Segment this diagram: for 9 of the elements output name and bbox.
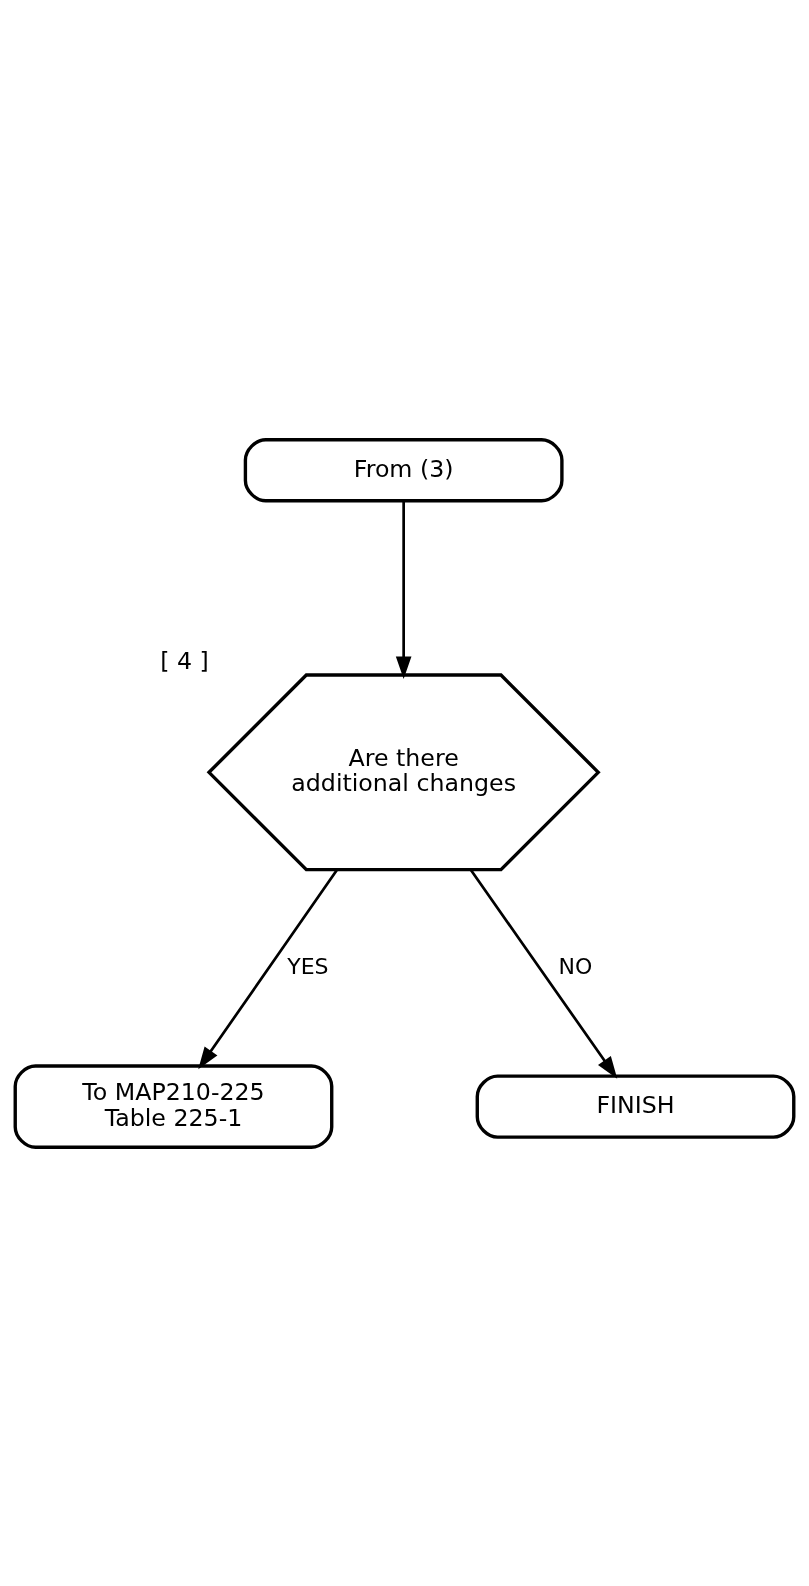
node-label: [ 4 ] [160,646,209,675]
node-box: FINISH [475,1073,796,1139]
node-box: From (3) [243,437,564,502]
edge-label: YES [287,953,329,979]
edge-label: NO [558,953,593,979]
arrow [198,868,339,1069]
arrow [469,868,618,1079]
arrow [395,500,412,679]
node-box: To MAP210-225 Table 225-1 [13,1063,334,1149]
